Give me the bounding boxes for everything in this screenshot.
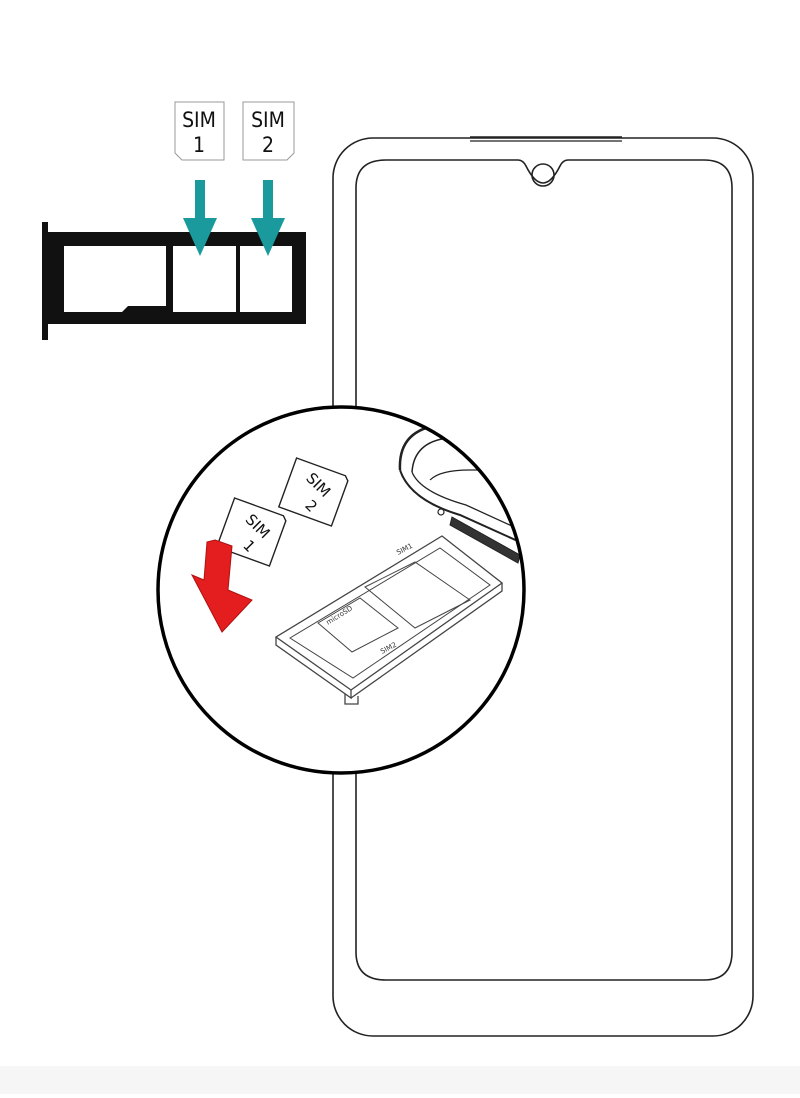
tray-slot-left xyxy=(64,246,166,312)
down-arrow-icon xyxy=(183,180,217,256)
insert-arrow-icon xyxy=(190,539,253,633)
sim-card-1-top-line1: SIM xyxy=(182,108,216,132)
zoom-circle-border xyxy=(156,405,526,775)
bottom-band xyxy=(0,1066,800,1094)
sim-card-2-top-line2: 2 xyxy=(262,133,274,157)
zoom-circle-bg xyxy=(158,407,524,773)
front-camera xyxy=(531,163,555,187)
sim-card-2-zoom: SIM 2 xyxy=(277,457,349,527)
phone-screen xyxy=(355,159,733,981)
tray-handle xyxy=(42,222,48,340)
sim-card-1-top-line2: 1 xyxy=(193,133,205,157)
sim-card-2-top: SIM 2 xyxy=(242,101,295,161)
sim-card-1-zoom: SIM 1 xyxy=(215,497,287,567)
tray-slot-middle xyxy=(173,246,236,312)
tray-slot-right xyxy=(240,246,292,312)
sim-card-1-top: SIM 1 xyxy=(174,101,225,161)
sim-tray-top xyxy=(42,222,306,340)
sim-card-2-top-line1: SIM xyxy=(251,108,285,132)
down-arrow-icon xyxy=(251,180,285,256)
sim-tray-zoom xyxy=(274,535,504,705)
